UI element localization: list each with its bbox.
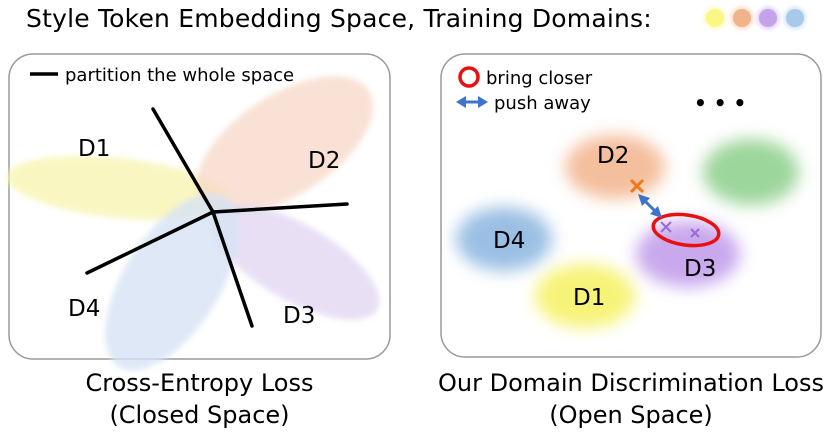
domain-dot-purple (759, 9, 777, 27)
legend-red-circle (458, 66, 480, 88)
domain-dot-yellow (706, 9, 724, 27)
left-region-d1 (6, 155, 230, 221)
right-panel: bring closer push away • • • D2 D4 D3 D1 (440, 53, 822, 358)
right-caption-line1: Our Domain Discrimination Loss (438, 369, 824, 397)
purple-points (660, 221, 700, 238)
left-label-d4: D4 (68, 296, 100, 322)
push-away-arrow (638, 194, 662, 218)
legend-push-label: push away (494, 93, 591, 114)
legend-arrow-icon (456, 96, 488, 108)
legend-closer-label: bring closer (486, 68, 593, 89)
right-caption-line2: (Open Space) (549, 401, 713, 429)
right-label-d1: D1 (573, 285, 605, 311)
right-label-d2: D2 (597, 143, 629, 169)
partition-legend-label: partition the whole space (65, 65, 294, 86)
left-label-d2: D2 (308, 148, 340, 174)
right-cloud-green (703, 139, 799, 205)
left-region-d4 (105, 193, 239, 371)
right-cloud-d4 (456, 207, 552, 271)
left-region-d3 (210, 204, 380, 320)
left-region-d2 (196, 76, 374, 214)
bring-closer-ring (651, 212, 721, 248)
left-caption: Cross-Entropy Loss (Closed Space) (9, 367, 390, 431)
left-label-d1: D1 (78, 136, 110, 162)
orange-point (629, 178, 645, 194)
left-caption-line2: (Closed Space) (109, 401, 290, 429)
left-label-d3: D3 (283, 303, 315, 329)
partition-lines (85, 107, 349, 328)
domain-dot-blue (786, 9, 804, 27)
right-caption: Our Domain Discrimination Loss (Open Spa… (421, 367, 831, 431)
right-label-d3: D3 (684, 256, 716, 282)
domain-dot-orange (733, 9, 751, 27)
more-domains-ellipsis: • • • (694, 91, 746, 115)
left-caption-line1: Cross-Entropy Loss (85, 369, 314, 397)
left-panel: partition the whole space D1 D2 D3 D4 (6, 53, 391, 371)
right-label-d4: D4 (493, 228, 525, 254)
right-cloud-d1 (535, 264, 635, 328)
title-text: Style Token Embedding Space, Training Do… (26, 4, 652, 33)
